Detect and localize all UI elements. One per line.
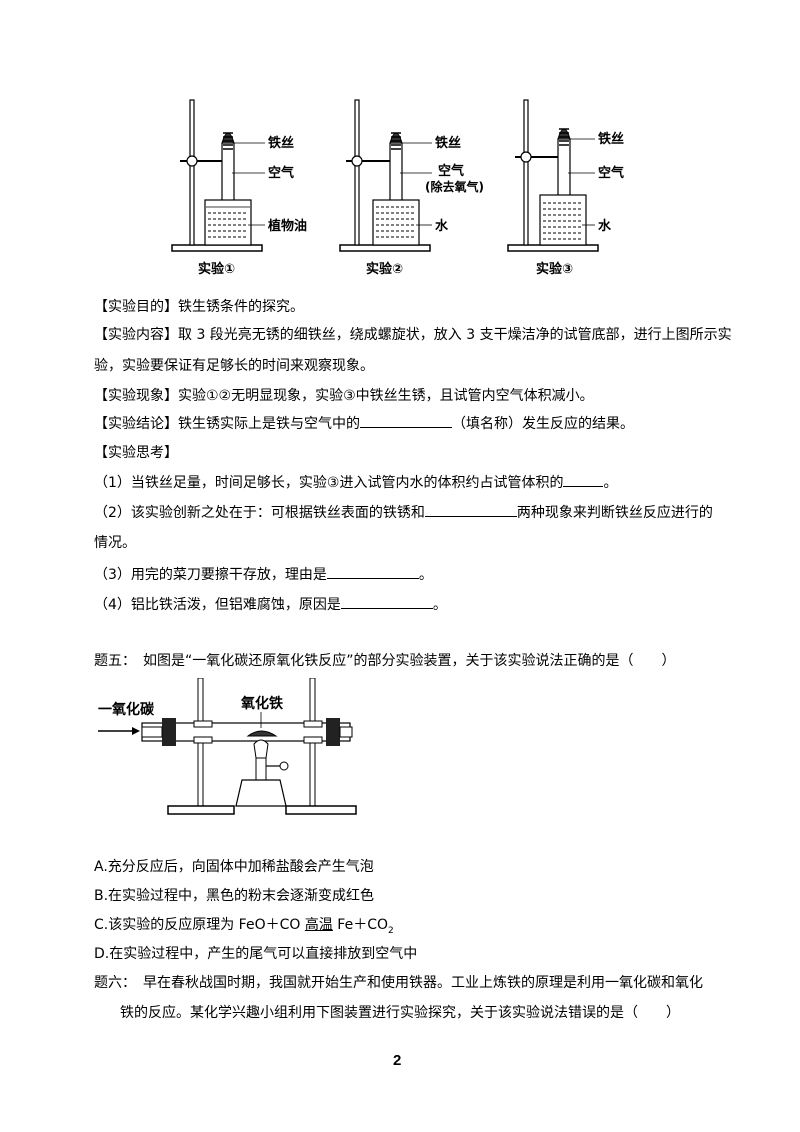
- q1-blank[interactable]: [563, 472, 604, 487]
- content-line-2: 验，实验要保证有足够长的时间来观察现象。: [94, 358, 374, 374]
- option-d: D.在实验过程中，产生的尾气可以直接排放到空气中: [94, 946, 418, 962]
- label-water-2: 水: [435, 218, 449, 234]
- rust-experiment-figure: 铁丝 空气 植物油 铁丝 空气 (除去氧气) 水 铁丝 空气 水 实验① 实验②…: [171, 99, 624, 277]
- caption-exp-2: 实验②: [366, 261, 403, 277]
- q4-text-b: 。: [432, 597, 447, 613]
- phenomenon-line: 【实验现象】实验①②无明显现象，实验③中铁丝生锈，且试管内空气体积减小。: [94, 388, 594, 404]
- conclusion-line: 【实验结论】铁生锈实际上是铁与空气中的 （填名称）发生反应的结果。: [94, 413, 634, 434]
- question-2-line-2: 情况。: [94, 535, 136, 551]
- caption-exp-1: 实验①: [198, 261, 235, 277]
- option-c-pre: C.该实验的反应原理为 FeO＋CO: [94, 917, 305, 933]
- question-1-line: （1）当铁丝足量，时间足够长，实验③进入试管内水的体积约占试管体积的 。: [94, 472, 617, 493]
- q1-text-b: 。: [603, 475, 618, 491]
- q4-text-a: （4）铝比铁活泼，但铝难腐蚀，原因是: [94, 597, 341, 613]
- label-wire-1: 铁丝: [267, 135, 294, 151]
- apparatus-3: [507, 99, 599, 252]
- question-5-stem: 题五： 如图是“一氧化碳还原氧化铁反应”的部分实验装置，关于该实验说法正确的是（…: [94, 653, 676, 669]
- caption-exp-3: 实验③: [536, 261, 573, 277]
- co-reduction-figure: 一氧化碳 氧化铁: [98, 678, 357, 815]
- label-wire-3: 铁丝: [597, 131, 624, 147]
- q3-text-a: （3）用完的菜刀要擦干存放，理由是: [94, 567, 327, 583]
- option-c-subscript: 2: [388, 925, 394, 936]
- question-2-line: （2）该实验创新之处在于：可根据铁丝表面的铁锈和 两种现象来判断铁丝反应进行的: [94, 502, 713, 523]
- page-number: 2: [393, 1052, 402, 1069]
- purpose-line: 【实验目的】铁生锈条件的探究。: [94, 299, 304, 315]
- q2-blank[interactable]: [424, 502, 517, 517]
- thinking-heading: 【实验思考】: [94, 445, 178, 461]
- apparatus-1: [171, 99, 265, 252]
- label-air-1: 空气: [268, 165, 294, 181]
- label-air-2: 空气: [438, 163, 464, 179]
- label-air-3: 空气: [598, 165, 624, 181]
- q3-blank[interactable]: [326, 564, 419, 579]
- question-6-line-1: 题六： 早在春秋战国时期，我国就开始生产和使用铁器。工业上炼铁的原理是利用一氧化…: [94, 975, 703, 991]
- label-fe2o3: 氧化铁: [240, 695, 283, 712]
- q2-text-b: 两种现象来判断铁丝反应进行的: [516, 505, 713, 521]
- q2-text-a: （2）该实验创新之处在于：可根据铁丝表面的铁锈和: [94, 505, 425, 521]
- conclusion-text-b: （填名称）发生反应的结果。: [452, 416, 634, 432]
- option-c-post: Fe＋CO: [332, 917, 388, 933]
- conclusion-text-a: 【实验结论】铁生锈实际上是铁与空气中的: [94, 416, 360, 432]
- option-a: A.充分反应后，向固体中加稀盐酸会产生气泡: [94, 859, 374, 875]
- question-3-line: （3）用完的菜刀要擦干存放，理由是 。: [94, 564, 433, 585]
- apparatus-2: [339, 99, 432, 252]
- q1-text-a: （1）当铁丝足量，时间足够长，实验③进入试管内水的体积约占试管体积的: [94, 475, 564, 491]
- content-line-1: 【实验内容】取 3 段光亮无锈的细铁丝，绕成螺旋状，放入 3 支干燥洁净的试管底…: [94, 327, 732, 343]
- q3-text-b: 。: [418, 567, 433, 583]
- label-no-oxygen: (除去氧气): [425, 179, 484, 194]
- option-c-condition: 高温: [304, 917, 333, 933]
- label-oil: 植物油: [267, 218, 307, 234]
- question-4-line: （4）铝比铁活泼，但铝难腐蚀，原因是 。: [94, 594, 447, 615]
- label-co: 一氧化碳: [98, 701, 155, 718]
- question-6-line-2: 铁的反应。某化学兴趣小组利用下图装置进行实验探究，关于该实验说法错误的是（ ）: [120, 1005, 680, 1021]
- conclusion-blank[interactable]: [360, 413, 452, 428]
- label-water-3: 水: [598, 218, 612, 234]
- q4-blank[interactable]: [340, 594, 433, 609]
- option-c: C.该实验的反应原理为 FeO＋CO 高温 Fe＋CO2: [94, 915, 394, 941]
- label-wire-2: 铁丝: [434, 135, 461, 151]
- option-b: B.在实验过程中，黑色的粉末会逐渐变成红色: [94, 888, 375, 904]
